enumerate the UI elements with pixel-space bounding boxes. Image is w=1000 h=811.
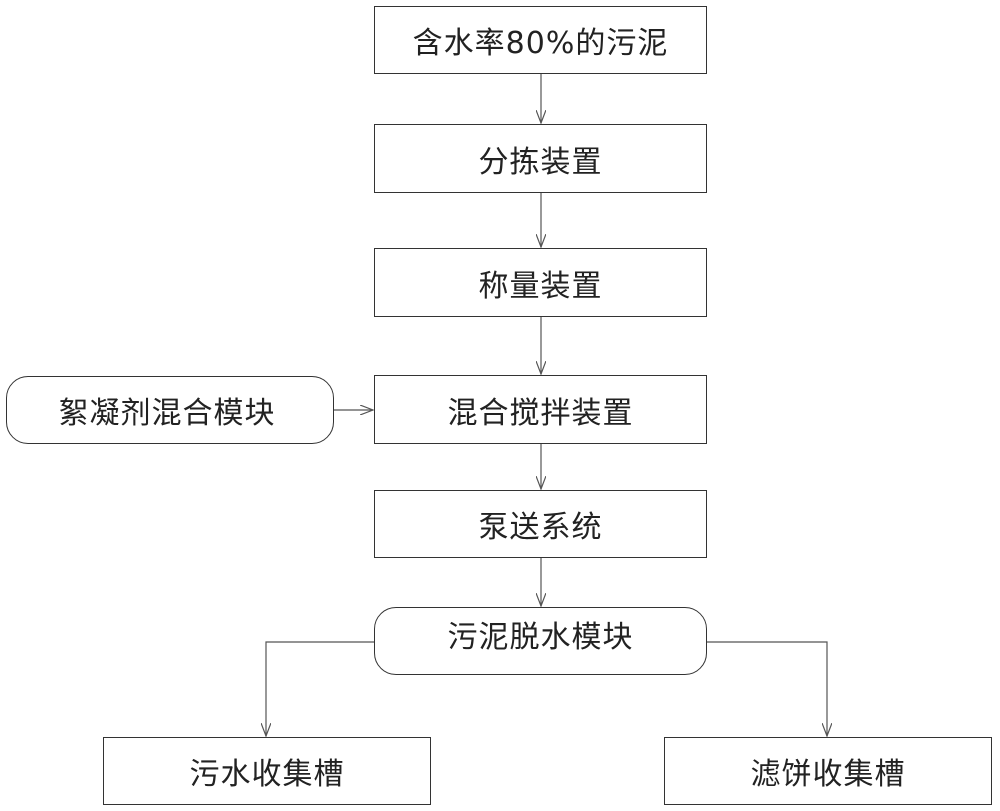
node-sewage-tank: 污水收集槽 bbox=[103, 737, 431, 805]
arrow-dewatering-to-filter-cake bbox=[707, 641, 827, 736]
arrow-dewatering-to-sewage bbox=[266, 641, 374, 736]
node-mixing-device: 混合搅拌装置 bbox=[374, 375, 707, 444]
node-weighing-device: 称量装置 bbox=[374, 248, 707, 317]
node-dewatering-module: 污泥脱水模块 bbox=[374, 607, 707, 675]
node-flocculant-module: 絮凝剂混合模块 bbox=[6, 376, 334, 444]
node-filter-cake-tank: 滤饼收集槽 bbox=[664, 737, 992, 805]
node-sorting-device: 分拣装置 bbox=[374, 124, 707, 193]
node-pumping-system: 泵送系统 bbox=[374, 490, 707, 558]
node-sludge-input: 含水率80%的污泥 bbox=[374, 6, 707, 74]
